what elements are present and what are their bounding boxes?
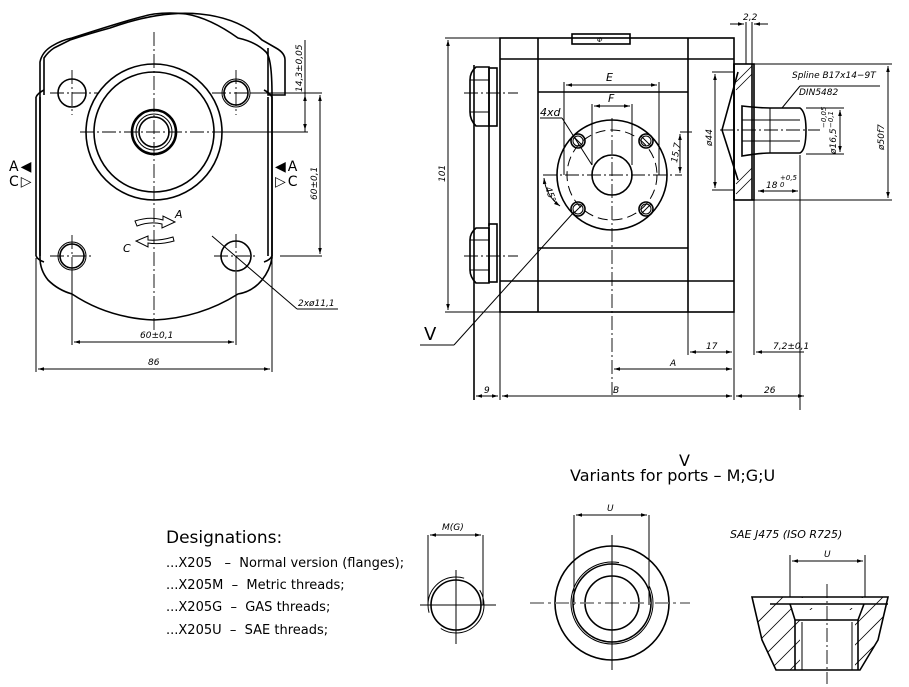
dim-17: 17 [706, 342, 718, 352]
port-variants: V Variants for ports – M;G;U M(G) U SAE … [420, 451, 890, 687]
spline-spec: Spline B17x14−9T [792, 71, 877, 81]
sae-label-u: U [824, 550, 831, 560]
flat-symbol: Φ [597, 36, 603, 44]
variants-title: Variants for ports – M;G;U [570, 466, 775, 485]
rotation-arrow-c-icon [134, 235, 175, 248]
dim-86: 86 [148, 358, 160, 368]
dim-7-2: 7,2±0,1 [773, 342, 809, 352]
port-marker-right-c: ▷C [275, 174, 298, 190]
front-view: A C A◀ C▷ ◀A ▷C 14,3±0,05 60±0,1 60±0,1 … [9, 12, 338, 372]
callout-4xd: 4xd [540, 106, 562, 119]
dim-flange-50f7: ø50f7 [877, 124, 887, 151]
port-fitting-nut [469, 66, 490, 127]
sae-port-section [750, 584, 890, 687]
section-marker-v: V [424, 324, 437, 345]
rotation-arrow-a-icon [134, 215, 177, 229]
label-m-g: M(G) [442, 523, 464, 533]
port-marker-left-c: C▷ [9, 174, 32, 190]
dim-26: 26 [764, 386, 776, 396]
dim-shaft-len-tol-upper: +0,5 [780, 174, 798, 182]
mounting-flange [733, 63, 755, 201]
dim-101: 101 [438, 165, 448, 182]
dim-shaft-tol-lower: −0,1 [827, 111, 835, 128]
side-view: Φ E F 4xd [420, 13, 892, 410]
designation-item: ...X205M – Metric threads; [166, 578, 345, 593]
hole-callout: 2xø11,1 [298, 299, 335, 309]
angle-45: 45° [542, 186, 557, 204]
dim-shaft-16-5: ø16,5 [829, 128, 839, 155]
spline-standard: DIN5482 [799, 88, 838, 98]
port-marker-right-a: ◀A [275, 159, 298, 175]
dim-e: E [606, 71, 613, 84]
rotation-label-a: A [174, 208, 183, 221]
sae-title: SAE J475 (ISO R725) [730, 528, 842, 541]
label-u: U [607, 504, 614, 514]
designation-item: ...X205G – GAS threads; [166, 600, 331, 615]
designations-title: Designations: [166, 528, 283, 548]
dim-15-7: 15,7 [670, 142, 683, 164]
dim-14-3: 14,3±0,05 [295, 44, 305, 92]
port-marker-left-a: A◀ [9, 159, 32, 175]
designation-item: ...X205 – Normal version (flanges); [166, 556, 405, 571]
dim-9: 9 [484, 386, 490, 396]
dim-60-horizontal: 60±0,1 [140, 331, 173, 341]
spline-shaft [741, 105, 807, 157]
dim-f: F [608, 92, 615, 105]
variants-marker-v: V [679, 451, 690, 470]
dim-shaft-length: 18 [766, 181, 778, 191]
dim-60-vertical: 60±0,1 [310, 167, 320, 200]
designation-item: ...X205U – SAE threads; [166, 623, 329, 638]
port-fitting-nut [469, 227, 490, 284]
rotation-label-c: C [123, 242, 131, 255]
front-view-flange-outline [43, 12, 286, 96]
dim-shaft-tol-upper: −0,05 [820, 106, 828, 128]
dim-2-2: 2,2 [743, 13, 758, 23]
dim-a: A [669, 359, 676, 369]
dim-pilot-44: ø44 [705, 129, 715, 147]
front-view-body [39, 12, 273, 321]
flat-marker [571, 33, 631, 45]
dim-shaft-len-tol-lower: 0 [780, 181, 785, 189]
dim-b: B [613, 386, 619, 396]
